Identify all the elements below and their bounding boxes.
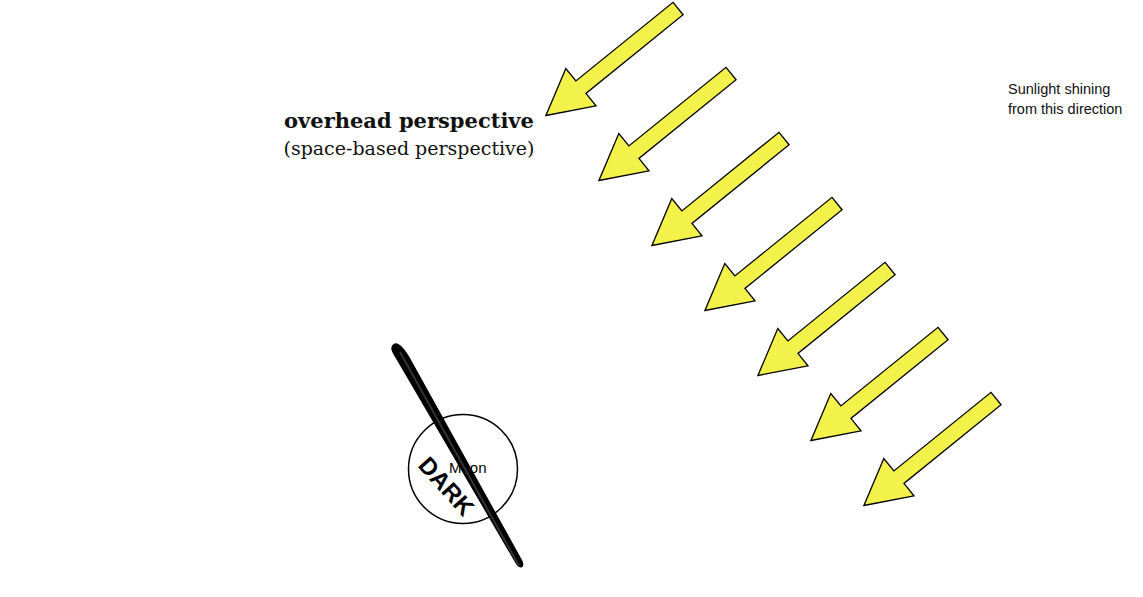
sunlight-arrow xyxy=(690,185,852,329)
sunlight-arrow xyxy=(637,120,799,264)
view-subtitle: (space-based perspective) xyxy=(259,137,559,159)
moon-circle: MoonDARK xyxy=(407,413,519,525)
slash-stroke xyxy=(400,352,519,566)
slash-stroke xyxy=(391,343,523,567)
sunlight-arrow xyxy=(584,55,746,199)
view-title: overhead perspective xyxy=(259,108,559,133)
sunlight-arrow xyxy=(743,250,905,394)
sunlight-arrow xyxy=(849,380,1011,524)
sunlight-note: Sunlight shining from this direction xyxy=(1008,80,1143,119)
sunlight-arrow xyxy=(796,315,958,459)
moon-label: Moon xyxy=(449,459,487,476)
